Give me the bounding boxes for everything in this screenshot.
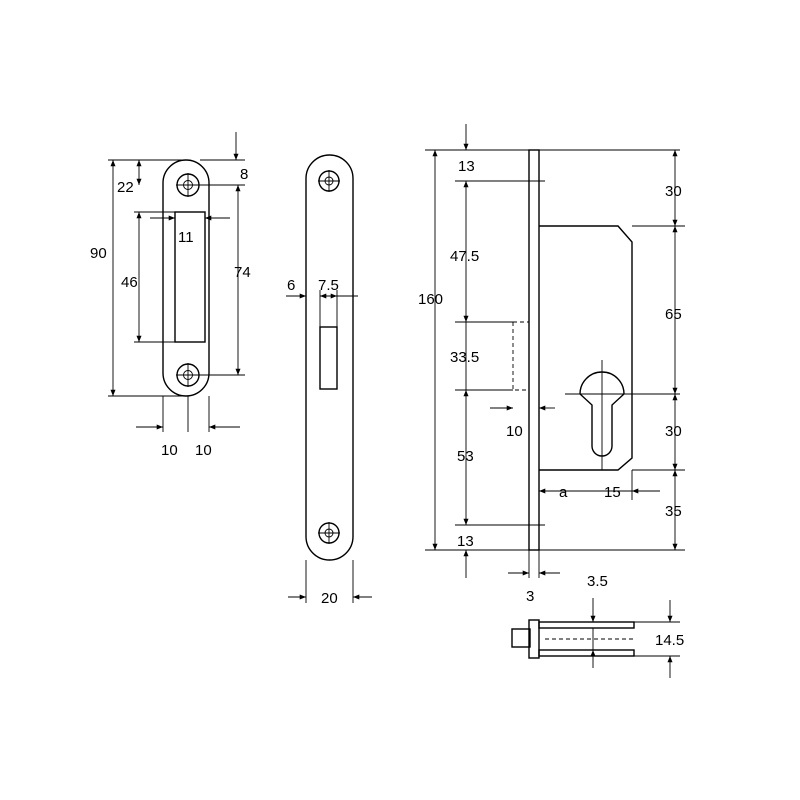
dim-lock-bottom-margin: 13 [457,533,474,550]
strike-plate-outline [162,159,210,397]
lock-side-view: 3.5 14.5 [511,573,684,678]
dim-strike-height-total: 90 [90,245,107,262]
faceplate-top-screw-hole [318,170,340,192]
lock-body: 160 13 47.5 33.5 53 13 10 3 30 65 30 35 … [418,124,685,605]
dim-lock-face-thickness: 3 [526,588,534,605]
dim-lock-cylinder-spacing: 30 [665,423,682,440]
dim-lock-bolt-height: 33.5 [450,349,479,366]
lock-case-outline [539,225,633,471]
dim-faceplate-slot-width: 7.5 [318,277,339,294]
dim-lock-right-bottom: 35 [665,503,682,520]
faceplate: 6 7.5 20 [286,154,372,607]
dim-faceplate-width: 20 [321,590,338,607]
lock-latch-dashed [512,321,529,391]
strike-plate: 90 22 8 11 46 74 10 10 [90,132,251,459]
dim-lock-lower-spacing: 53 [457,448,474,465]
dim-lock-cylinder-offset: 15 [604,484,621,501]
side-view-bolt [511,628,531,648]
dim-lock-total-height: 160 [418,291,443,308]
dim-strike-right-half: 10 [195,442,212,459]
dim-strike-hole-spacing: 74 [234,264,251,281]
dim-lock-bolt-offset: 10 [506,423,523,440]
dim-strike-slot-height: 46 [121,274,138,291]
dim-strike-slot-width: 11 [178,229,194,246]
dim-strike-top-offset: 22 [117,179,134,196]
dim-strike-top-small: 8 [240,166,248,183]
lock-front-plate [528,149,540,551]
strike-top-screw-hole [176,173,200,197]
faceplate-bolt-slot [319,326,338,390]
faceplate-bottom-screw-hole [318,522,340,544]
strike-bottom-screw-hole [176,363,200,387]
dim-side-body-width: 14.5 [655,632,684,649]
dim-faceplate-edge-offset: 6 [287,277,295,294]
dim-strike-left-half: 10 [161,442,178,459]
strike-plate-slot [174,211,206,343]
dim-lock-upper-spacing: 47.5 [450,248,479,265]
dim-side-thickness-top: 3.5 [587,573,608,590]
dim-lock-top-margin: 13 [458,158,475,175]
side-view-face [528,619,540,659]
dim-lock-right-top: 30 [665,183,682,200]
dim-lock-backset-label: a [559,484,568,501]
faceplate-outline [305,154,354,561]
dim-lock-case-height: 65 [665,306,682,323]
